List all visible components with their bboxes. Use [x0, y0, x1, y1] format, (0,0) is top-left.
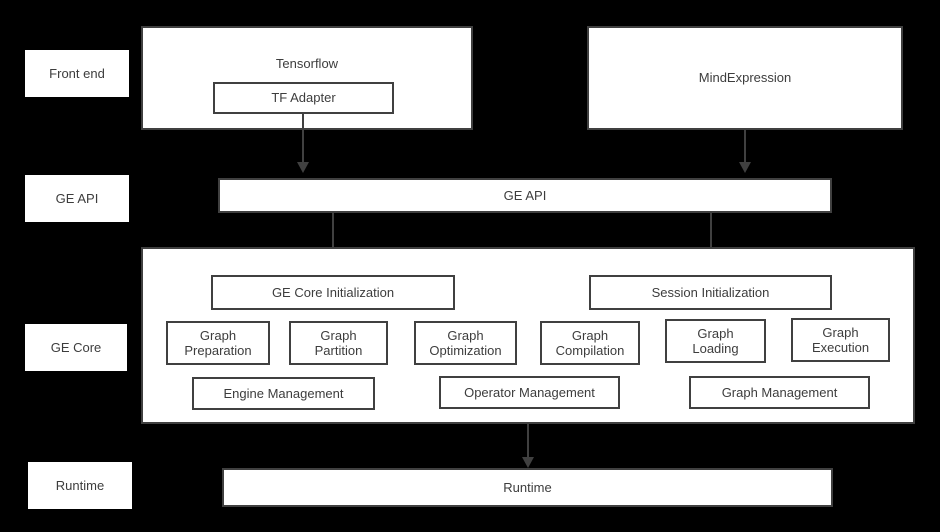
tensorflow-container[interactable]: Tensorflow — [141, 26, 473, 130]
graph-preparation-label-line1: Graph — [199, 327, 237, 343]
graph-management-label: Graph Management — [721, 384, 838, 400]
layer-label-ge-core: GE Core — [25, 324, 127, 371]
graph-preparation-box[interactable]: Graph Preparation — [166, 321, 270, 365]
connector-tf-adapter-to-ge-api-line — [302, 113, 304, 163]
ge-core-initialization-label: GE Core Initialization — [271, 284, 395, 300]
layer-label-runtime-text: Runtime — [55, 477, 105, 493]
graph-compilation-box[interactable]: Graph Compilation — [540, 321, 640, 365]
layer-label-front-end: Front end — [25, 50, 129, 97]
connector-ge-api-to-session-initialization-line — [710, 213, 712, 263]
layer-label-ge-api-text: GE API — [55, 190, 99, 206]
graph-execution-box[interactable]: Graph Execution — [791, 318, 890, 362]
operator-management-label: Operator Management — [464, 384, 595, 400]
graph-partition-label-line2: Partition — [314, 343, 363, 358]
mindexpression-label: MindExpression — [698, 70, 792, 86]
engine-management-box[interactable]: Engine Management — [192, 377, 375, 410]
connector-ge-core-to-runtime-arrowhead — [522, 457, 534, 468]
connector-tf-adapter-to-ge-api-arrowhead — [297, 162, 309, 173]
ge-core-initialization-box[interactable]: GE Core Initialization — [211, 275, 455, 310]
tf-adapter-label: TF Adapter — [271, 90, 336, 106]
graph-loading-label-line1: Graph — [697, 325, 734, 341]
layer-label-runtime: Runtime — [28, 462, 132, 509]
layer-label-ge-core-text: GE Core — [50, 339, 102, 355]
layer-label-ge-api: GE API — [25, 175, 129, 222]
runtime-bar[interactable]: Runtime — [222, 468, 833, 507]
ge-api-bar[interactable]: GE API — [218, 178, 832, 213]
graph-partition-label-line1: Graph — [320, 327, 357, 343]
runtime-bar-label: Runtime — [503, 479, 552, 495]
graph-execution-label-line2: Execution — [811, 340, 870, 355]
connector-mindexpression-to-ge-api-arrowhead — [739, 162, 751, 173]
ge-api-bar-label: GE API — [503, 187, 547, 203]
tensorflow-label: Tensorflow — [275, 56, 339, 71]
graph-loading-label-line2: Loading — [692, 341, 739, 356]
session-initialization-box[interactable]: Session Initialization — [589, 275, 832, 310]
graph-preparation-label-line2: Preparation — [184, 343, 252, 358]
graph-compilation-label-line1: Graph — [571, 327, 609, 343]
graph-optimization-box[interactable]: Graph Optimization — [414, 321, 517, 365]
session-initialization-label: Session Initialization — [651, 284, 770, 300]
connector-ge-api-to-ge-core-initialization-line — [332, 213, 334, 263]
graph-optimization-label-line2: Optimization — [429, 343, 502, 358]
connector-ge-core-to-runtime-line — [527, 424, 529, 459]
graph-compilation-label-line2: Compilation — [555, 343, 625, 358]
graph-partition-box[interactable]: Graph Partition — [289, 321, 388, 365]
tf-adapter-box[interactable]: TF Adapter — [213, 82, 394, 114]
graph-execution-label-line1: Graph — [822, 324, 859, 340]
layer-label-front-end-text: Front end — [49, 65, 105, 81]
connector-mindexpression-to-ge-api-line — [744, 129, 746, 163]
graph-optimization-label-line1: Graph — [447, 327, 484, 343]
graph-loading-box[interactable]: Graph Loading — [665, 319, 766, 363]
mindexpression-box[interactable]: MindExpression — [587, 26, 903, 130]
operator-management-box[interactable]: Operator Management — [439, 376, 620, 409]
engine-management-label: Engine Management — [223, 385, 344, 401]
graph-management-box[interactable]: Graph Management — [689, 376, 870, 409]
